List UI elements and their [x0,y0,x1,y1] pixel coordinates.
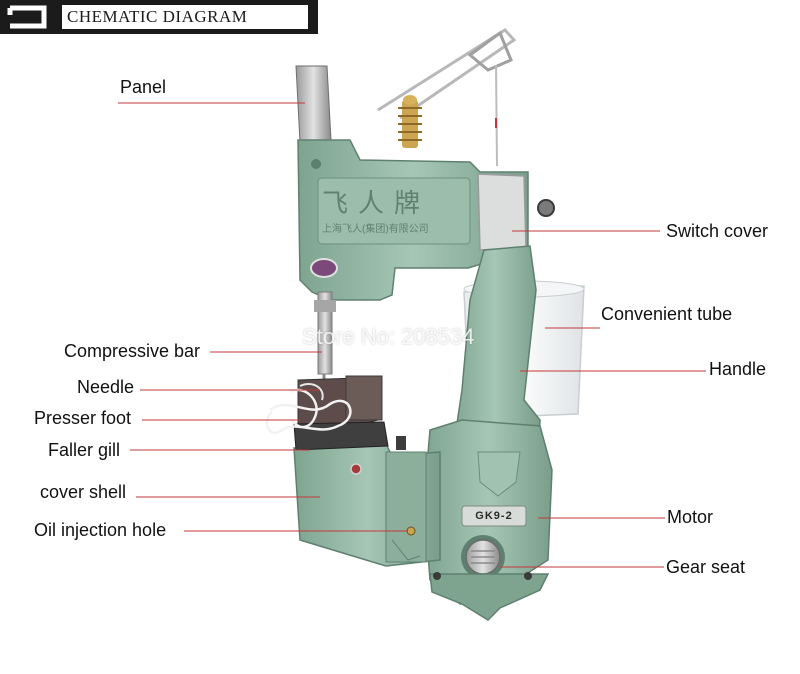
label-motor: Motor [667,507,714,527]
nameplate [317,177,471,245]
label-panel: Panel [120,77,167,97]
switch-cover-part [477,173,527,251]
label-needle: Needle [77,377,135,397]
label-handle: Handle [709,359,767,379]
oil-hole [406,526,416,536]
model-plate-bg [461,505,527,527]
header-bar: CHEMATIC DIAGRAM [0,0,318,34]
red-indicator [350,463,362,475]
panel-plate [295,65,332,143]
badge-emblem [310,258,338,278]
brand-subtext: 上海飞人(集团)有限公司 [322,224,429,235]
thread-tangle [265,388,352,434]
crest-emblem [477,451,521,497]
leader-lines [118,102,706,568]
label-oil-injection-hole: Oil injection hole [34,520,167,540]
tension-spring [398,95,422,148]
label-compressive-bar: Compressive bar [64,341,201,361]
label-faller-gill: Faller gill [48,440,121,460]
label-convenient-tube: Convenient tube [601,304,733,324]
bracket-logo-icon [7,5,47,29]
base-foot [429,573,550,621]
store-watermark: Store No: 208534 [302,324,475,349]
model-label: GK9-2 [475,510,513,522]
label-cover-shell: cover shell [40,482,127,502]
diagram-title: CHEMATIC DIAGRAM [62,5,308,29]
brand-chars: 飞人牌 [322,188,431,218]
thread-guide-wire [377,28,517,167]
label-presser-foot: Presser foot [34,408,132,428]
label-switch-cover: Switch cover [666,221,769,241]
label-gear-seat: Gear seat [666,557,746,577]
